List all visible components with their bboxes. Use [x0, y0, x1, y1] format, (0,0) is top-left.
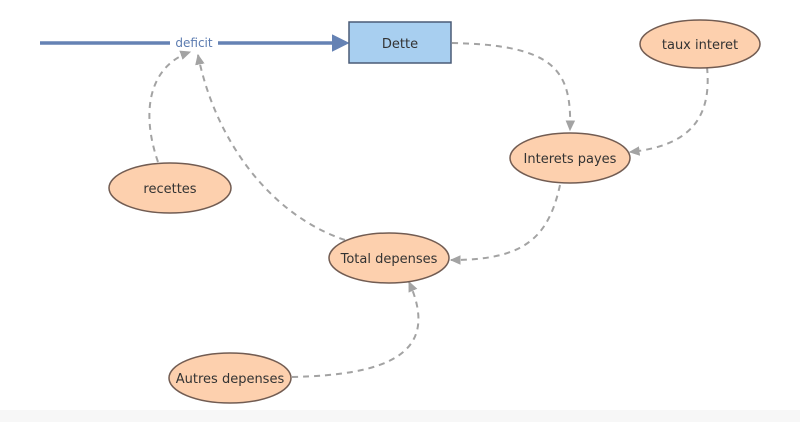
total-depenses-label: Total depenses	[340, 252, 438, 267]
deficit-flow-label-bg	[170, 35, 218, 50]
link-interets-payes-to-total-depenses[interactable]	[449, 184, 561, 265]
link-recettes-to-deficit[interactable]	[148, 50, 192, 163]
canvas-bottom-strip	[0, 410, 800, 422]
recettes-node[interactable]	[108, 162, 232, 214]
link-total-depenses-to-deficit[interactable]	[195, 53, 346, 241]
taux-interet-label: taux interet	[662, 38, 738, 53]
deficit-flow-label[interactable]: deficit	[175, 36, 212, 50]
link-taux-interet-to-interets-payes[interactable]	[628, 66, 709, 156]
link-autres-depenses-to-total-depenses[interactable]	[291, 280, 420, 378]
link-dette-to-interets-payes[interactable]	[451, 42, 576, 132]
taux-interet-node[interactable]	[639, 19, 761, 69]
total-depenses-node[interactable]	[328, 232, 450, 284]
interets-payes-node[interactable]	[509, 132, 631, 184]
autres-depenses-label: Autres depenses	[176, 372, 285, 387]
autres-depenses-node[interactable]	[168, 352, 292, 404]
recettes-label: recettes	[143, 182, 196, 197]
dette-stock-label: Dette	[382, 37, 418, 52]
dette-stock[interactable]	[348, 21, 452, 64]
interets-payes-label: Interets payes	[524, 152, 617, 167]
